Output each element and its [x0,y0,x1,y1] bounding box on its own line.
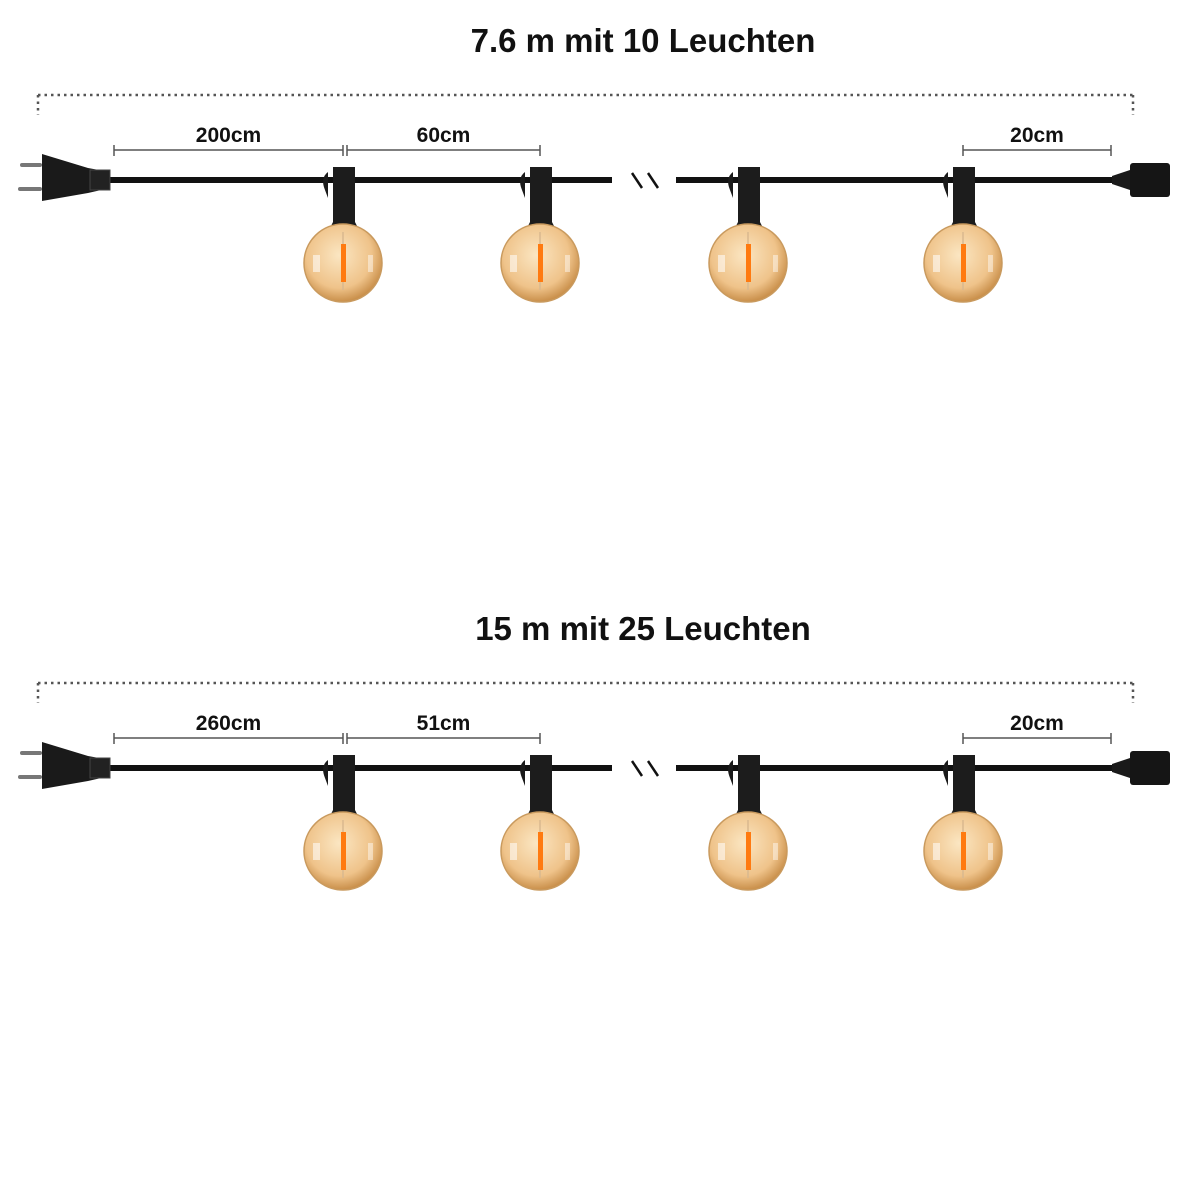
dimension-line-1 [113,733,344,744]
dimension-line-2 [346,145,541,156]
string-light-drawing [18,681,1170,891]
bulb-4 [923,167,1003,303]
dimension-label-1: 260cm [195,712,262,735]
dimension-line-3 [962,733,1112,744]
bulb-3 [708,755,788,891]
variant-title: 15 m mit 25 Leuchten [475,610,811,647]
bulb-2 [500,167,580,303]
bulb-3 [708,167,788,303]
dimension-label-3: 20cm [1010,712,1064,735]
bulb-4 [923,755,1003,891]
dimension-label-3: 20cm [1010,124,1064,147]
end-connector-icon [1112,163,1170,197]
bulb-2 [500,755,580,891]
variant-title: 7.6 m mit 10 Leuchten [470,22,816,59]
string-light-drawing [18,93,1170,303]
eu-plug-icon [18,154,111,201]
end-connector-icon [1112,751,1170,785]
dimension-label-2: 51cm [416,712,471,735]
eu-plug-icon [18,742,111,789]
total-length-dotted-line [36,681,1135,703]
dimension-line-1 [113,145,344,156]
dimension-line-3 [962,145,1112,156]
cable [100,172,1116,189]
dimension-label-1: 200cm [195,124,262,147]
total-length-dotted-line [36,93,1135,115]
cable [100,760,1116,777]
bulb-1 [303,167,383,303]
string-light-variant-1: 7.6 m mit 10 Leuchten 200cm 60cm 20cm [0,0,1200,340]
string-light-variant-2: 15 m mit 25 Leuchten 260cm 51cm 20cm [0,588,1200,928]
dimension-label-2: 60cm [416,124,471,147]
bulb-1 [303,755,383,891]
dimension-line-2 [346,733,541,744]
